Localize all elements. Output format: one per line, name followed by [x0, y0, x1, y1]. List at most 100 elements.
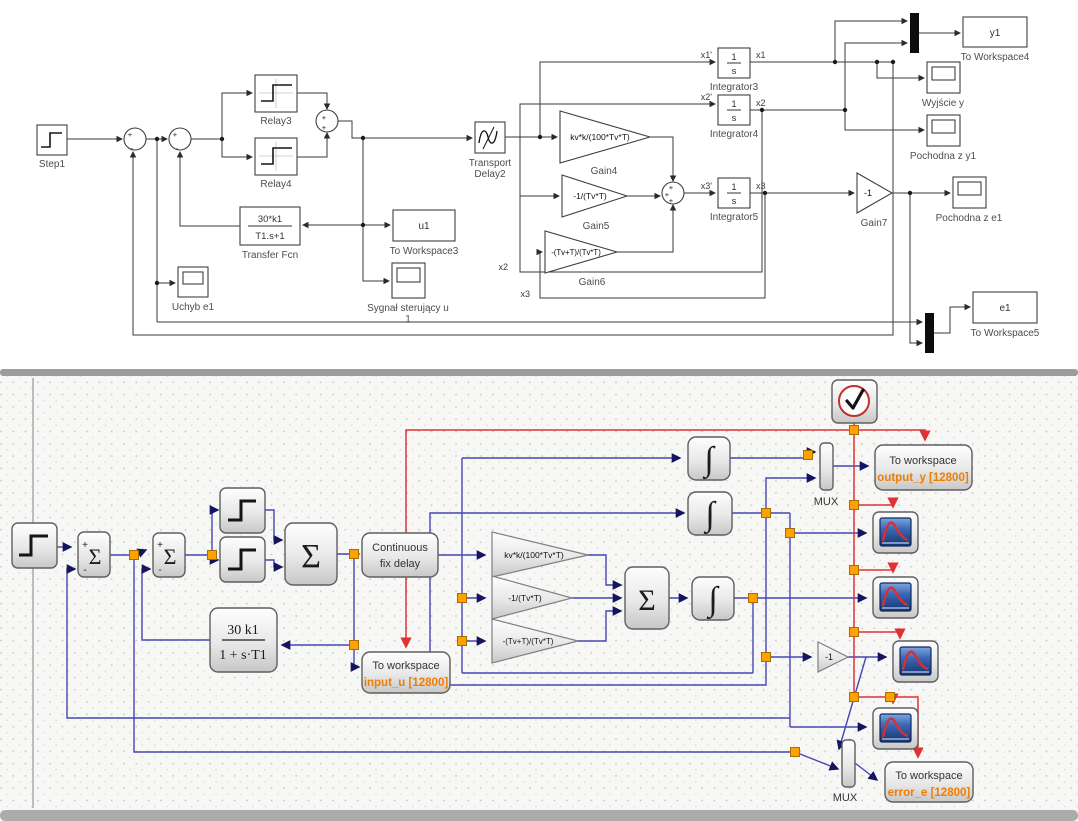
gain6-block[interactable]: -(Tv+T)/(Tv*T) Gain6: [544, 230, 619, 288]
to-workspace5-block[interactable]: e1 To Workspace5: [971, 291, 1040, 339]
transport-delay2-block[interactable]: Transport Delay2: [469, 121, 512, 180]
sum4-plus-bottom: +: [669, 196, 674, 205]
gain4-expr: kv*k/(100*Tv*T): [570, 132, 630, 142]
integrator3-block[interactable]: 1 s Integrator3: [710, 47, 759, 93]
scope-wyjscie-y[interactable]: Wyjście y: [922, 61, 964, 109]
mux2-block[interactable]: [925, 313, 934, 353]
window-top-edge: [0, 369, 1078, 376]
sum-block-2[interactable]: Σ + -: [152, 532, 186, 578]
tf-numerator: 30*k1: [258, 214, 282, 225]
scope-block-4[interactable]: [871, 706, 920, 751]
scope-block-3[interactable]: [891, 639, 940, 684]
gain-block-1[interactable]: kv*k/(100*Tv*T): [491, 531, 589, 578]
scope-block-2[interactable]: [871, 575, 920, 620]
integral-glyph: ∫: [703, 496, 717, 535]
scope-block-1[interactable]: [871, 510, 920, 555]
x2-prime-label: x2': [701, 92, 713, 102]
scope-pochodna-y1[interactable]: Pochodna z y1: [910, 114, 977, 162]
mux-block-2[interactable]: MUX: [833, 739, 858, 804]
top-wires: [67, 17, 971, 347]
transfer-fcn-block[interactable]: 30*k1 T1.s+1 Transfer Fcn: [239, 206, 301, 261]
relay-block-2[interactable]: [219, 536, 266, 583]
pochodna-e1-label: Pochodna z e1: [936, 213, 1003, 224]
mux-block-1[interactable]: MUX: [814, 442, 839, 508]
to-workspace-label: To workspace: [895, 770, 962, 782]
tf-numerator: 30 k1: [227, 623, 259, 638]
sum1-minus: -: [131, 144, 134, 153]
x1-prime-label: x1': [701, 50, 713, 60]
x3-label: x3: [756, 181, 766, 191]
gain6-label: Gain6: [579, 277, 606, 288]
step1-block[interactable]: Step1: [36, 124, 68, 170]
scope-sygnal-sterujacy[interactable]: Sygnał sterujący u 1: [367, 262, 449, 325]
sum3-block[interactable]: + +: [315, 109, 339, 133]
gain-block-3[interactable]: -(Tv+T)/(Tv*T): [491, 618, 579, 664]
scope-screen-icon: [396, 267, 421, 283]
sum1-block[interactable]: + -: [123, 127, 147, 153]
to-workspace-error-e[interactable]: To workspace error_e [12800]: [884, 761, 974, 803]
scope-screen-icon: [931, 66, 956, 81]
negate-gain-block[interactable]: -1: [817, 641, 850, 673]
bottom-wires-signal: [57, 447, 888, 781]
integrator-block-3[interactable]: ∫: [691, 576, 735, 621]
gain6-expr: -(Tv+T)/(Tv*T): [551, 248, 601, 257]
gain7-block[interactable]: -1 Gain7: [856, 172, 894, 229]
to-workspace3-block[interactable]: u1 To Workspace3: [390, 209, 459, 257]
int5-den: s: [732, 196, 737, 207]
integral-glyph: ∫: [702, 441, 716, 480]
relay-block-1[interactable]: [219, 487, 266, 534]
integrator4-block[interactable]: 1 s Integrator4: [710, 94, 759, 140]
output-y-var: output_y [12800]: [877, 472, 969, 484]
integrator-block-2[interactable]: ∫: [687, 491, 733, 536]
sum4-block[interactable]: + + +: [661, 181, 685, 205]
big-sum-block-1[interactable]: Σ: [284, 522, 338, 586]
integrator-block-1[interactable]: ∫: [687, 436, 731, 481]
relay3-block[interactable]: Relay3: [254, 74, 298, 127]
sum-block-1[interactable]: Σ + -: [77, 531, 111, 578]
integral-glyph: ∫: [706, 581, 720, 620]
integrator5-block[interactable]: 1 s Integrator5: [710, 177, 759, 223]
uchyb-label: Uchyb e1: [172, 302, 215, 313]
sum4-plus-left: +: [665, 190, 670, 199]
gain5-block[interactable]: -1/(Tv*T) Gain5: [561, 174, 629, 232]
step1-label: Step1: [39, 159, 66, 170]
sigma-glyph: Σ: [89, 544, 102, 569]
transfer-fcn-block[interactable]: 30 k1 1 + s·T1: [209, 607, 278, 673]
clock-block[interactable]: [831, 379, 878, 424]
e1-var: e1: [999, 303, 1011, 314]
sum2-block[interactable]: + -: [168, 127, 192, 153]
to-workspace-label: To workspace: [372, 660, 439, 672]
signal-labels: x1' x1 x2' x2 x3' x3 x2 x3: [498, 50, 765, 299]
sum3-plus-top: +: [322, 113, 327, 122]
fix-delay-block[interactable]: Continuous fix delay: [361, 532, 439, 578]
mux1-label: MUX: [814, 496, 839, 508]
sum3-plus-bottom: +: [322, 123, 327, 132]
x1-label: x1: [756, 50, 766, 60]
clock-hands-icon: [845, 388, 865, 410]
gain4-block[interactable]: kv*k/(100*Tv*T) Gain4: [559, 110, 652, 177]
step-icon: [41, 132, 62, 148]
sum2-plus: +: [173, 130, 178, 139]
int3-num: 1: [731, 52, 736, 63]
mux1-block[interactable]: [910, 13, 919, 53]
relay4-block[interactable]: Relay4: [254, 137, 298, 190]
sygnal-port-label: 1: [405, 314, 411, 325]
to-workspace3-label: To Workspace3: [390, 246, 459, 257]
sum1-plus: +: [128, 130, 133, 139]
gain7-expr: -1: [864, 188, 872, 198]
x3-feedback-label: x3: [520, 289, 530, 299]
big-sum-block-2[interactable]: Σ: [624, 566, 670, 630]
scope-pochodna-e1[interactable]: Pochodna z e1: [936, 176, 1003, 224]
sigma-glyph: Σ: [638, 584, 655, 617]
gain1-expr: kv*k/(100*Tv*T): [504, 550, 564, 560]
to-workspace-output-y[interactable]: To workspace output_y [12800]: [874, 444, 973, 491]
gain-block-2[interactable]: -1/(Tv*T): [491, 575, 575, 620]
integrator3-label: Integrator3: [710, 82, 759, 93]
to-workspace-input-u[interactable]: To workspace input_u [12800]: [361, 651, 451, 694]
step-source-block[interactable]: [11, 522, 58, 569]
link-split-nodes[interactable]: [129, 425, 895, 757]
scope-uchyb-e1[interactable]: Uchyb e1: [172, 266, 215, 313]
to-workspace4-block[interactable]: y1 To Workspace4: [961, 16, 1030, 63]
